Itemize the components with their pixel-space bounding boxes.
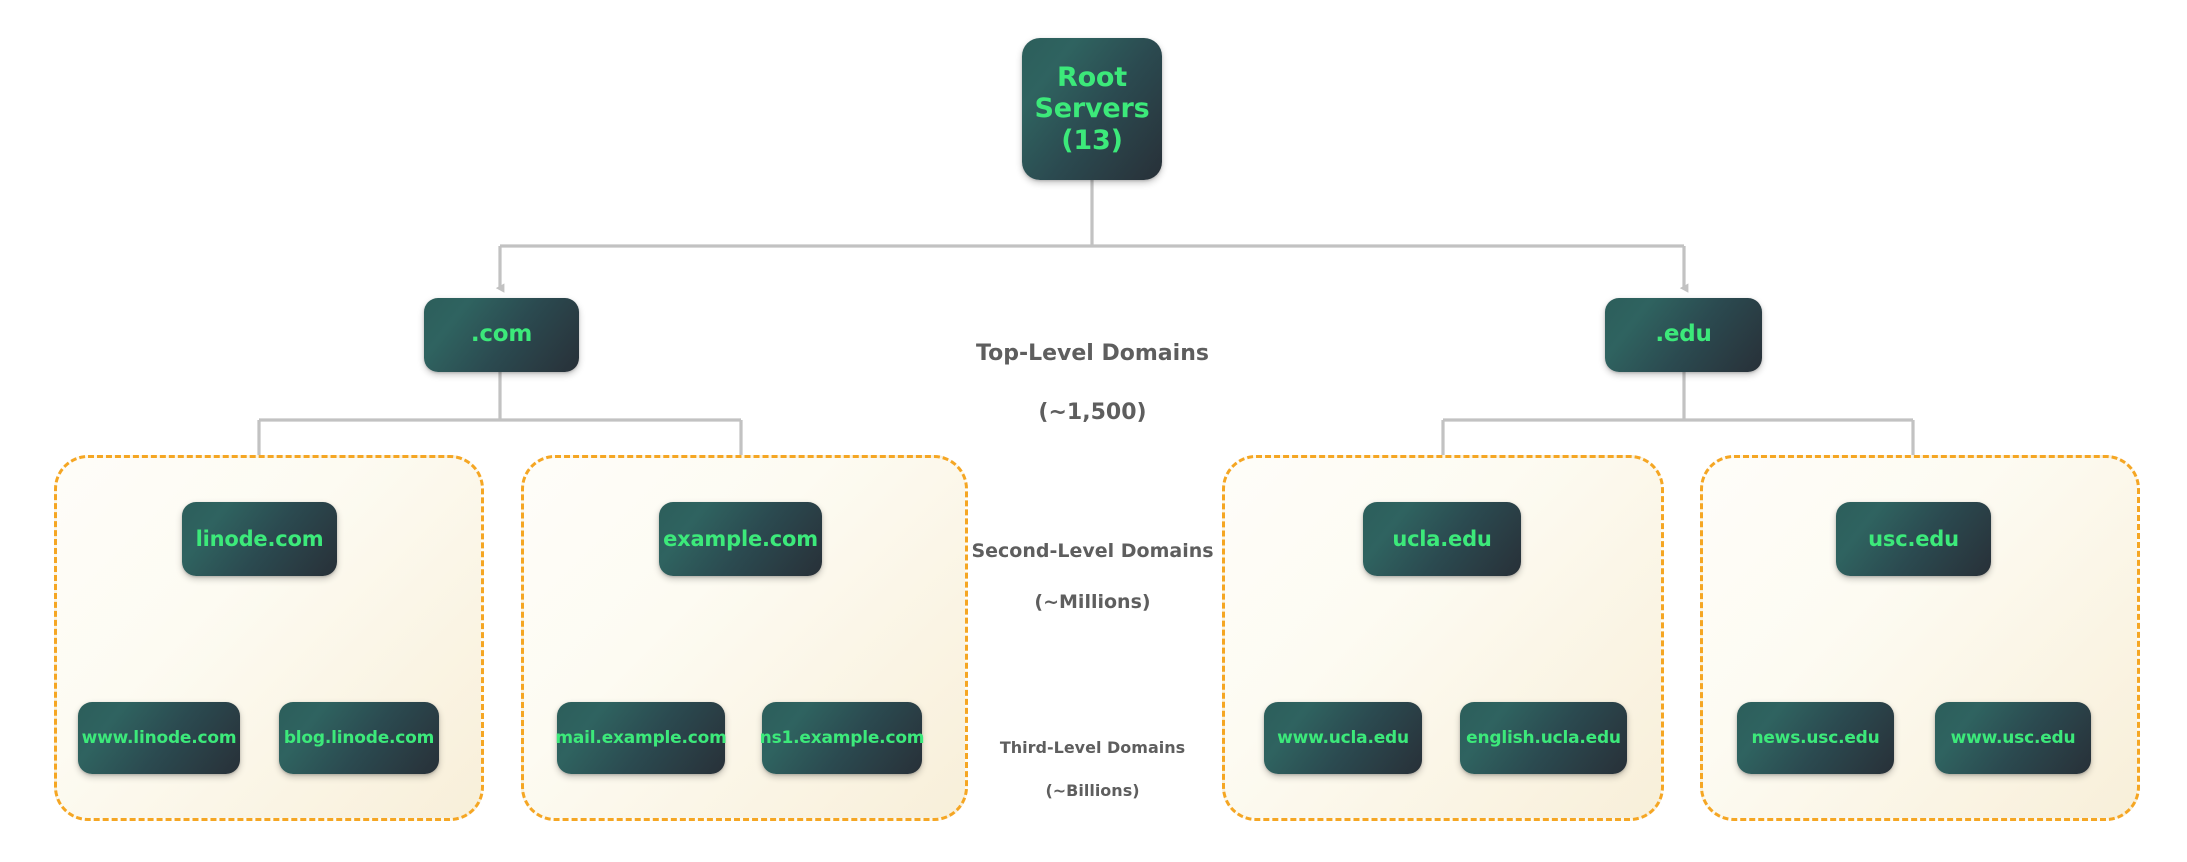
node-tld-com[interactable]: .com	[424, 298, 579, 372]
node-tld-edu[interactable]: .edu	[1605, 298, 1762, 372]
level-label-top-level-domains-title: Top-Level Domains	[976, 341, 1209, 367]
level-label-second-level-domains: Second-Level Domains (~Millions)	[880, 514, 1305, 640]
node-tld-com-label: .com	[470, 321, 533, 348]
node-sld-example-com-label: example.com	[663, 526, 818, 551]
node-third-english-ucla-edu-label: english.ucla.edu	[1466, 727, 1621, 748]
node-third-ns1-example-com-label: ns1.example.com	[759, 727, 925, 748]
node-third-www-usc-edu[interactable]: www.usc.edu	[1935, 702, 2091, 774]
node-third-news-usc-edu[interactable]: news.usc.edu	[1737, 702, 1894, 774]
node-third-www-linode-com-label: www.linode.com	[81, 727, 237, 748]
node-third-www-ucla-edu-label: www.ucla.edu	[1277, 727, 1409, 748]
node-third-www-ucla-edu[interactable]: www.ucla.edu	[1264, 702, 1422, 774]
node-sld-usc-edu-label: usc.edu	[1868, 526, 1959, 551]
level-label-top-level-domains-count: (~1,500)	[1038, 399, 1147, 425]
node-root-label: Root Servers (13)	[1034, 62, 1150, 156]
node-root-servers[interactable]: Root Servers (13)	[1022, 38, 1162, 180]
node-sld-example-com[interactable]: example.com	[659, 502, 822, 576]
level-label-second-level-domains-title: Second-Level Domains	[971, 540, 1214, 563]
level-label-second-level-domains-count: (~Millions)	[1034, 590, 1151, 613]
node-third-mail-example-com-label: mail.example.com	[555, 727, 727, 748]
node-third-news-usc-edu-label: news.usc.edu	[1751, 727, 1880, 748]
node-sld-ucla-edu[interactable]: ucla.edu	[1363, 502, 1521, 576]
node-third-mail-example-com[interactable]: mail.example.com	[555, 702, 727, 774]
node-sld-linode-com[interactable]: linode.com	[182, 502, 337, 576]
node-sld-ucla-edu-label: ucla.edu	[1392, 526, 1492, 551]
node-tld-edu-label: .edu	[1655, 321, 1712, 348]
level-label-third-level-domains-count: (~Billions)	[1045, 780, 1140, 800]
node-third-ns1-example-com[interactable]: ns1.example.com	[759, 702, 925, 774]
node-third-www-usc-edu-label: www.usc.edu	[1950, 727, 2076, 748]
node-third-www-linode-com[interactable]: www.linode.com	[78, 702, 240, 774]
level-label-top-level-domains: Top-Level Domains (~1,500)	[875, 310, 1310, 456]
level-label-third-level-domains-title: Third-Level Domains	[999, 738, 1186, 758]
node-sld-linode-com-label: linode.com	[195, 526, 324, 551]
node-third-blog-linode-com[interactable]: blog.linode.com	[279, 702, 439, 774]
node-sld-usc-edu[interactable]: usc.edu	[1836, 502, 1991, 576]
level-label-third-level-domains: Third-Level Domains (~Billions)	[885, 716, 1300, 822]
node-third-english-ucla-edu[interactable]: english.ucla.edu	[1460, 702, 1627, 774]
node-third-blog-linode-com-label: blog.linode.com	[283, 727, 435, 748]
